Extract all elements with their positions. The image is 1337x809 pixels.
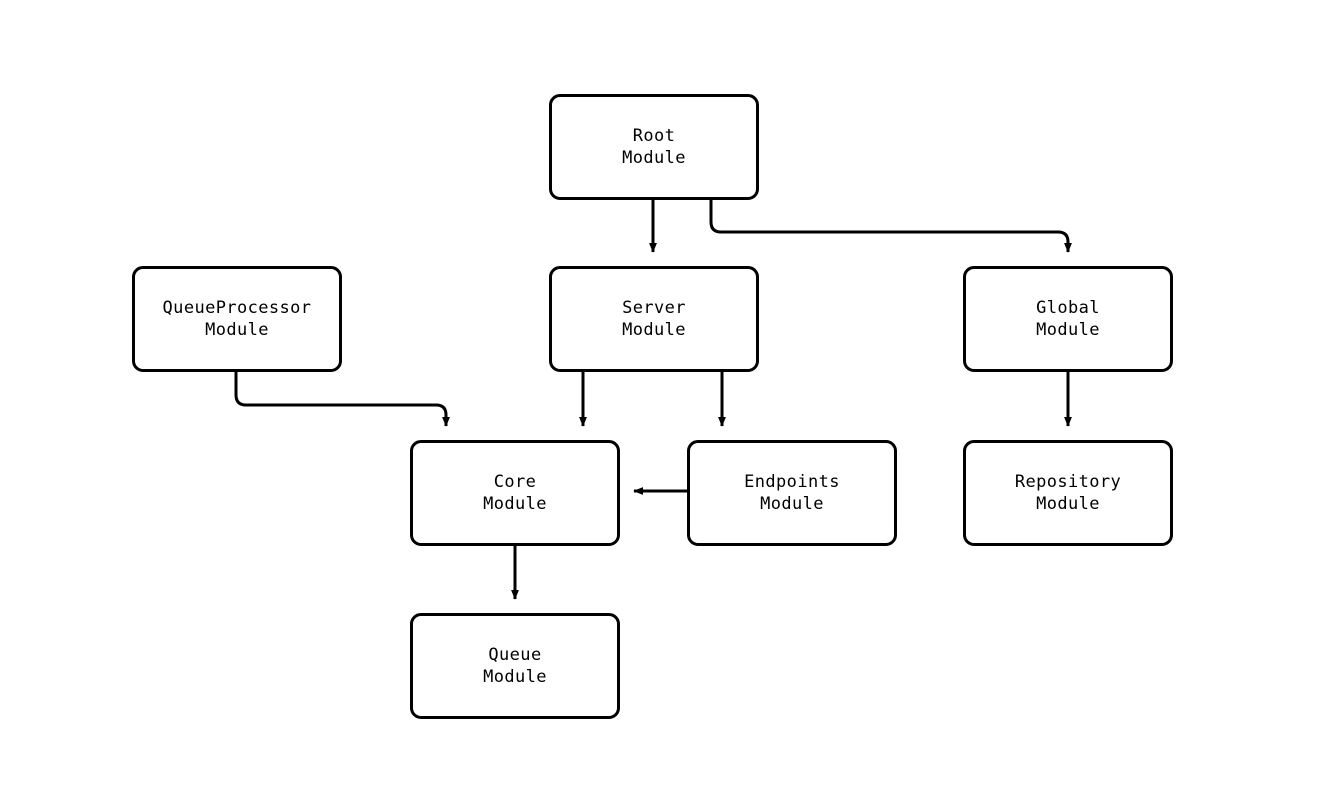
edge-root-to-global	[709, 200, 1072, 253]
node-repository-suffix: Module	[1036, 494, 1100, 514]
node-queue-suffix: Module	[483, 667, 547, 687]
node-queueprocessor-name: QueueProcessor	[162, 298, 312, 318]
node-core-name: Core	[493, 472, 537, 492]
node-endpoints-name: Endpoints	[744, 472, 840, 492]
node-server-name: Server	[622, 298, 686, 318]
node-endpoints-suffix: Module	[760, 494, 824, 514]
node-queue-name: Queue	[488, 645, 542, 665]
node-server-suffix: Module	[622, 320, 686, 340]
node-global-name: Global	[1036, 298, 1100, 318]
node-queueprocessor-suffix: Module	[205, 320, 269, 340]
node-global-suffix: Module	[1036, 320, 1100, 340]
node-repository-name: Repository	[1014, 472, 1122, 492]
edge-queueprocessor-to-core	[234, 372, 450, 427]
node-root-suffix: Module	[622, 148, 686, 168]
node-core-suffix: Module	[483, 494, 547, 514]
node-root-name: Root	[632, 126, 676, 146]
